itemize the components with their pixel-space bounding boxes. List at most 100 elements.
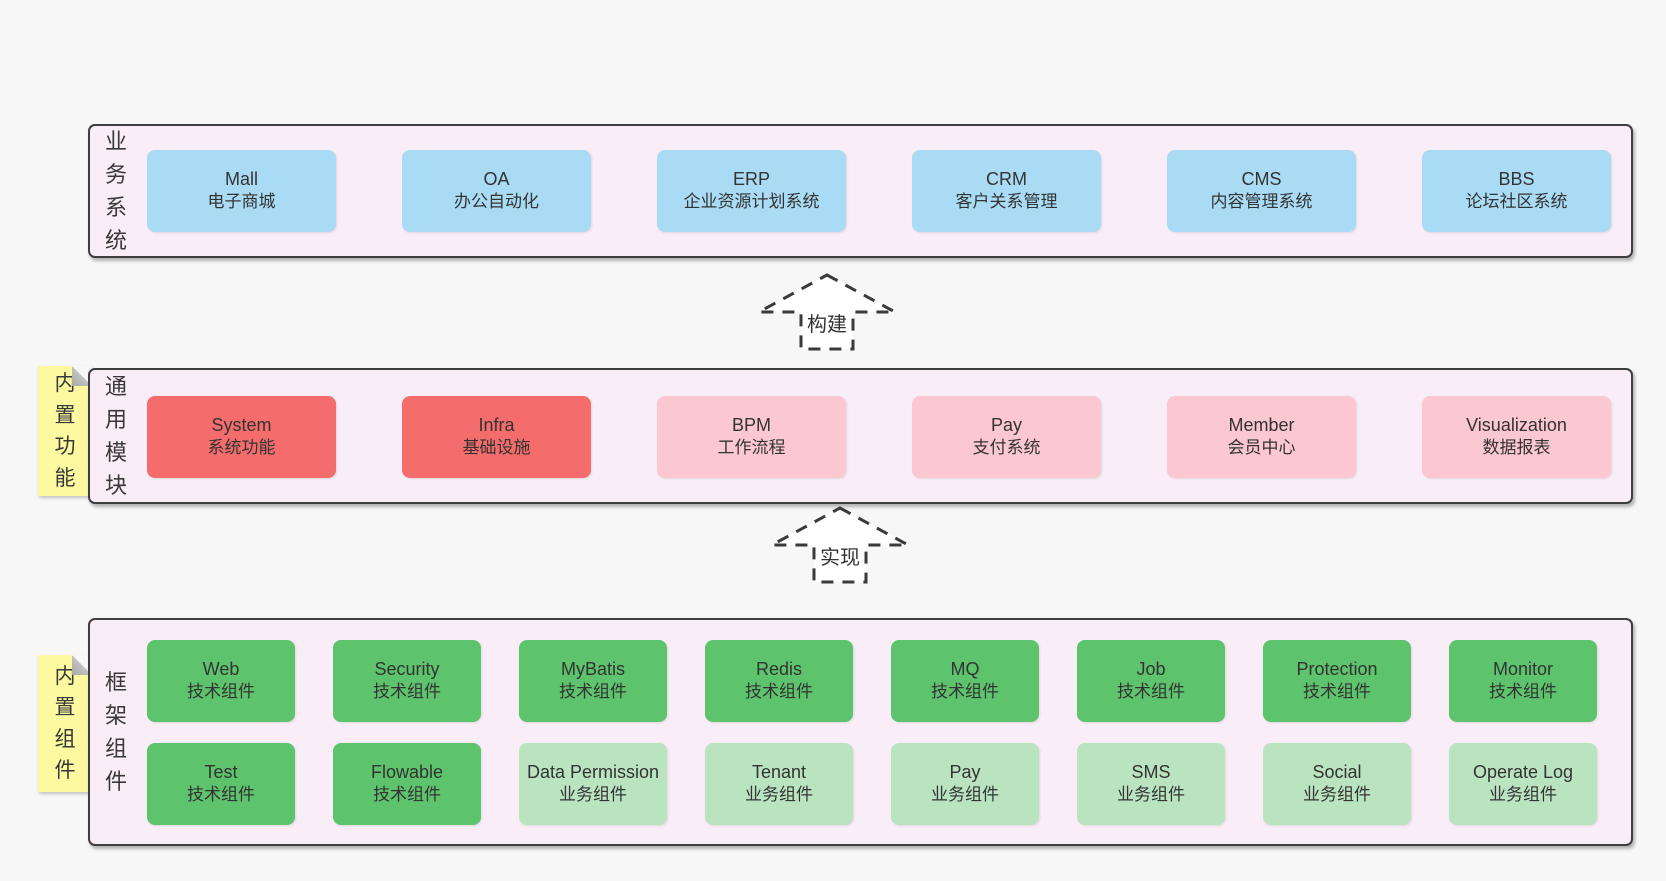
box-desc-label: 技术组件 (187, 785, 255, 805)
band-label-text: 业务系统 (104, 129, 127, 253)
box-desc-label: 论坛社区系统 (1465, 192, 1568, 212)
box-name-label: Social (1312, 762, 1362, 783)
band-label-common-modules: 通用模块 (102, 370, 130, 502)
fold-corner (72, 655, 92, 675)
box-name-label: Operate Log (1472, 762, 1574, 783)
band-framework-components: 框架组件 Web 技术组件 Security 技术组件 MyBatis 技术组件… (88, 618, 1633, 846)
box-infra: Infra 基础设施 (402, 396, 591, 478)
box-desc-label: 办公自动化 (454, 192, 539, 212)
fold-corner (72, 366, 92, 386)
box-desc-label: 技术组件 (187, 682, 255, 702)
band-label-text: 框架组件 (104, 670, 127, 794)
box-flowable: Flowable 技术组件 (333, 743, 481, 825)
box-name-label: Member (1228, 415, 1295, 436)
box-desc-label: 业务组件 (931, 785, 999, 805)
box-name-label: Security (374, 659, 440, 680)
sticky-label: 内置功能 (54, 372, 76, 490)
box-name-label: MQ (950, 659, 980, 680)
box-name-label: Tenant (751, 762, 807, 783)
box-name-label: CMS (1241, 169, 1282, 190)
box-data-permission: Data Permission 业务组件 (519, 743, 667, 825)
box-desc-label: 支付系统 (972, 438, 1041, 458)
box-name-label: Redis (755, 659, 803, 680)
box-job: Job 技术组件 (1077, 640, 1225, 722)
box-desc-label: 会员中心 (1227, 438, 1296, 458)
box-name-label: Data Permission (526, 762, 660, 783)
box-bpm: BPM 工作流程 (657, 396, 846, 478)
box-desc-label: 内容管理系统 (1210, 192, 1313, 212)
box-name-label: Job (1136, 659, 1166, 680)
box-desc-label: 业务组件 (1117, 785, 1185, 805)
box-name-label: Web (202, 659, 240, 680)
band-label-framework-components: 框架组件 (102, 620, 130, 844)
box-pay-component: Pay 业务组件 (891, 743, 1039, 825)
box-name-label: Flowable (370, 762, 444, 783)
band-label-text: 通用模块 (104, 374, 127, 498)
sticky-note-built-in-features: 内置功能 (38, 366, 92, 496)
box-name-label: Monitor (1492, 659, 1554, 680)
box-desc-label: 技术组件 (745, 682, 813, 702)
band-common-modules: 通用模块 System 系统功能 Infra 基础设施 BPM 工作流程 Pay… (88, 368, 1633, 504)
box-desc-label: 业务组件 (559, 785, 627, 805)
box-name-label: Visualization (1466, 415, 1567, 436)
box-desc-label: 基础设施 (462, 438, 531, 458)
box-member: Member 会员中心 (1167, 396, 1356, 478)
box-desc-label: 业务组件 (745, 785, 813, 805)
box-desc-label: 技术组件 (373, 785, 441, 805)
sticky-label: 内置组件 (54, 664, 76, 783)
box-name-label: System (211, 415, 272, 436)
box-desc-label: 技术组件 (1303, 682, 1371, 702)
box-name-label: Mall (224, 169, 258, 190)
box-name-label: Protection (1296, 659, 1378, 680)
box-mall: Mall 电子商城 (147, 150, 336, 232)
band-business-systems: 业务系统 Mall 电子商城 OA 办公自动化 ERP 企业资源计划系统 CRM… (88, 124, 1633, 258)
up-block-arrow-icon (758, 273, 896, 351)
box-desc-label: 工作流程 (717, 438, 786, 458)
arrow-label: 构建 (805, 313, 849, 337)
arrow-label: 实现 (818, 546, 862, 570)
implement-arrow: 实现 (770, 506, 910, 584)
box-web: Web 技术组件 (147, 640, 295, 722)
box-desc-label: 电子商城 (207, 192, 276, 212)
box-name-label: Test (204, 762, 238, 783)
box-monitor: Monitor 技术组件 (1449, 640, 1597, 722)
box-name-label: OA (483, 169, 510, 190)
box-desc-label: 业务组件 (1303, 785, 1371, 805)
box-name-label: BPM (731, 415, 771, 436)
box-desc-label: 企业资源计划系统 (683, 192, 820, 212)
box-desc-label: 技术组件 (559, 682, 627, 702)
box-mybatis: MyBatis 技术组件 (519, 640, 667, 722)
box-cms: CMS 内容管理系统 (1167, 150, 1356, 232)
box-system: System 系统功能 (147, 396, 336, 478)
box-pay-module: Pay 支付系统 (912, 396, 1101, 478)
band-label-business-systems: 业务系统 (102, 126, 130, 256)
box-operate-log: Operate Log 业务组件 (1449, 743, 1597, 825)
box-desc-label: 数据报表 (1482, 438, 1551, 458)
box-bbs: BBS 论坛社区系统 (1422, 150, 1611, 232)
up-block-arrow-icon (771, 506, 909, 584)
box-desc-label: 业务组件 (1489, 785, 1557, 805)
box-mq: MQ 技术组件 (891, 640, 1039, 722)
box-name-label: ERP (732, 169, 770, 190)
box-redis: Redis 技术组件 (705, 640, 853, 722)
box-oa: OA 办公自动化 (402, 150, 591, 232)
build-arrow: 构建 (757, 273, 897, 351)
box-social: Social 业务组件 (1263, 743, 1411, 825)
box-name-label: Pay (949, 762, 981, 783)
box-tenant: Tenant 业务组件 (705, 743, 853, 825)
box-crm: CRM 客户关系管理 (912, 150, 1101, 232)
box-desc-label: 系统功能 (207, 438, 276, 458)
box-desc-label: 技术组件 (1117, 682, 1185, 702)
box-name-label: MyBatis (560, 659, 625, 680)
box-protection: Protection 技术组件 (1263, 640, 1411, 722)
box-test: Test 技术组件 (147, 743, 295, 825)
box-erp: ERP 企业资源计划系统 (657, 150, 846, 232)
box-name-label: Infra (478, 415, 515, 436)
box-name-label: SMS (1131, 762, 1171, 783)
box-desc-label: 技术组件 (373, 682, 441, 702)
box-security: Security 技术组件 (333, 640, 481, 722)
box-desc-label: 客户关系管理 (955, 192, 1058, 212)
sticky-note-built-in-components: 内置组件 (38, 655, 92, 792)
box-name-label: BBS (1498, 169, 1535, 190)
